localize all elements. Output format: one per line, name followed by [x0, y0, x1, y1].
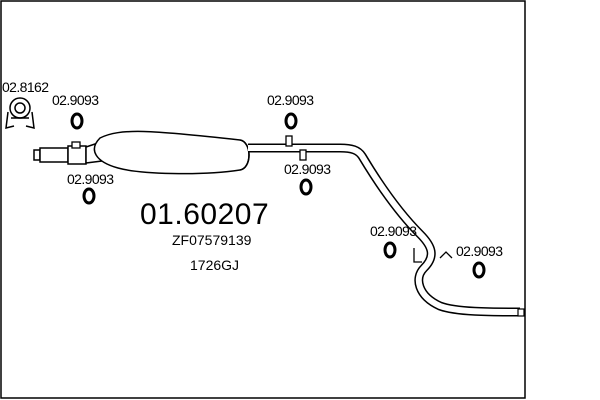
- tail-pipe-inner: [248, 145, 521, 315]
- rubber-mount-icon: [383, 241, 397, 259]
- diagram-border: [0, 0, 526, 399]
- label-mount-front-top: 02.9093: [52, 92, 99, 108]
- label-clamp-front: 02.8162: [2, 79, 49, 95]
- label-mount-rear-right: 02.9093: [456, 243, 503, 259]
- rubber-mount-icon: [284, 112, 298, 130]
- label-mount-mid-bottom: 02.9093: [284, 161, 331, 177]
- muffler: [93, 130, 250, 175]
- hanger-tabs: [71, 135, 453, 263]
- part-number: 01.60207: [140, 198, 269, 231]
- label-mount-front-bottom: 02.9093: [67, 171, 114, 187]
- rubber-mount-icon: [82, 187, 96, 205]
- rubber-mount-icon: [70, 112, 84, 130]
- rubber-mount-icon: [472, 261, 486, 279]
- cross-reference: ZF07579139: [172, 232, 252, 248]
- label-mount-rear-left: 02.9093: [370, 223, 417, 239]
- secondary-code: 1726GJ: [190, 257, 239, 273]
- tail-pipe-end: [517, 308, 525, 317]
- rubber-mount-icon: [299, 178, 313, 196]
- label-mount-mid-top: 02.9093: [267, 92, 314, 108]
- clamp-icon: [5, 97, 35, 129]
